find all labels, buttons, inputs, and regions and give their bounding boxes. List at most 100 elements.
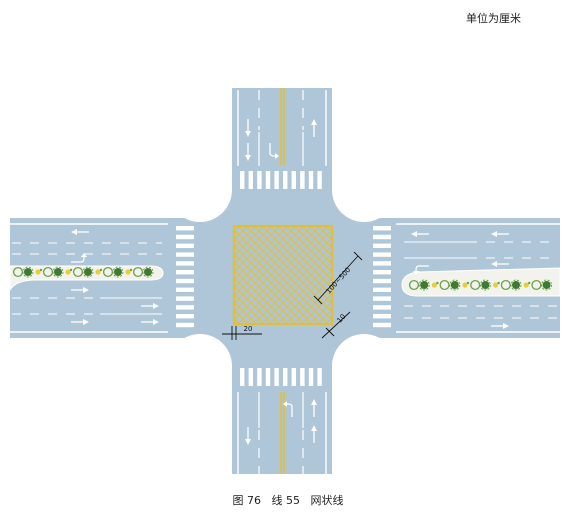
grid-line-forward [234,226,273,265]
dim-tick-diagonal-a [313,295,323,305]
dim-tick-width [325,327,335,337]
shrub-icon [479,279,491,291]
crosswalk-south-stripe [248,368,253,386]
grid-box-border [232,224,334,326]
arrow-head [283,401,287,407]
flower-leaf [436,281,439,285]
flower-dot [431,282,437,288]
unit-note: 单位为厘米 [466,12,521,25]
crosswalk-south-stripe [308,368,314,386]
crosswalk-east-stripe [373,296,391,301]
dim-label-width: 10 [336,313,348,325]
shrub-icon [541,279,553,291]
flower-leaf [69,268,73,272]
flower-dot [125,269,131,275]
flower-dot [95,269,101,275]
crosswalk-east-stripe [373,287,391,292]
shrub-icon [449,279,461,291]
dim-tick-diagonal-b [353,251,363,261]
arrow-head [411,231,417,237]
grid-line-back [269,226,332,289]
dim-label-border: 20 [244,325,253,333]
grid-line-back [234,245,313,324]
crosswalk-west-stripe [176,287,194,292]
crosswalk-north-stripe [240,171,245,189]
figure-caption: 图 76 线 55 网状线 [232,494,344,507]
arrow-head [81,253,87,257]
shrub-core [481,281,490,289]
arrow-shaft [415,265,429,272]
crosswalk-north-stripe [300,171,305,189]
shrub-leaves [52,266,64,278]
shrub-core [512,281,520,289]
grid-line-back [234,277,281,324]
shrub-core [144,268,152,276]
shrub-icon [42,266,54,278]
crosswalk-west-stripe [176,314,194,319]
shrub-ring [439,279,450,291]
shrub-icon [82,266,94,278]
corner-ne [332,158,396,222]
shrub-icon [142,266,154,278]
crosswalk-north-stripe [257,171,262,189]
shrub-ring [408,279,420,291]
lane-arrow-icon [245,143,251,161]
grid-line-back [234,301,257,324]
flower-dot [462,282,468,288]
corner-nw [168,158,232,222]
shrub-leaves [22,266,34,278]
corner-sw [168,334,232,398]
shrub-core [54,268,62,276]
arrow-head [491,231,497,237]
crosswalk-south-stripe [274,368,279,386]
flower-leaf [497,281,500,285]
shrub-ring [72,266,84,278]
shrub-core [420,281,429,289]
arrow-head [153,319,159,325]
crosswalk-west-stripe [176,226,194,231]
shrub-icon [52,266,64,278]
crosswalk-east-stripe [373,278,391,284]
flower-leaf [466,281,470,285]
arrow-head [311,399,317,405]
lane-arrow-icon [311,399,317,417]
shrub-icon [408,279,420,291]
arrow-head [245,131,251,137]
shrub-icon [125,268,133,275]
shrub-ring [531,279,542,291]
arrow-head [275,153,279,159]
shrub-icon [439,279,450,291]
crosswalk-south-stripe [240,368,245,386]
crosswalk-east-stripe [373,270,391,275]
shrub-icon [470,279,481,291]
crosswalk-north-stripe [274,171,279,189]
grid-box-hatching [234,226,332,324]
grid-line-forward [293,285,332,324]
shrub-icon [112,266,124,278]
crosswalk-west-stripe [176,261,194,266]
grid-line-back [234,293,265,324]
lane-arrow-icon [71,229,89,235]
shrub-leaves [479,279,491,291]
arrow-shaft [286,403,293,417]
lane-arrow-icon [491,323,509,329]
lane-arrow-icon [311,425,317,443]
crosswalk-south-stripe [257,368,262,386]
grid-line-back [234,253,305,324]
lane-arrow-icon [491,231,509,237]
arrow-head [245,439,251,445]
shrub-leaves [418,279,430,291]
lane-arrow-icon [71,319,89,325]
grid-line-forward [234,226,265,257]
flower-dot [493,282,499,288]
grid-line-back [293,226,332,265]
shrub-leaves [82,266,94,278]
crosswalk-south-stripe [283,368,288,386]
grid-line-back [234,285,273,324]
shrub-icon [132,266,144,278]
median-west [9,265,164,292]
crosswalk-south-stripe [300,368,305,386]
medians [9,265,561,297]
grid-line-back [261,226,332,297]
shrub-leaves [112,266,124,278]
